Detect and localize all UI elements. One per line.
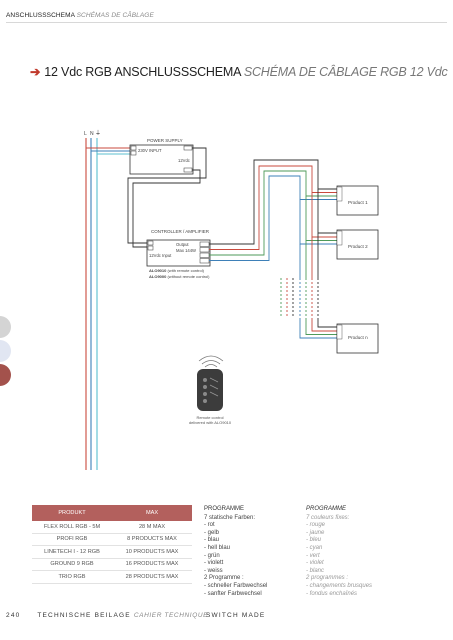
controller-note2-text: (without remote control) [167,274,210,279]
controller-note1-text: (with remote control) [167,268,204,273]
power-supply-output: 12Vdc [178,158,190,163]
list-item: 7 couleurs fixes: [306,514,350,521]
programme-title-de: PROGRAMME [204,506,245,512]
list-item: - rouge [306,522,326,529]
list-item: - blau [204,537,220,544]
arrow-right-icon: ➔ [30,65,41,79]
footer-title-de: TECHNISCHE BEILAGE [37,612,131,619]
list-item: - jaune [306,529,325,536]
list-item: - fondus enchaînés [306,590,358,597]
list-item: 2 Programme : [204,575,244,582]
mains-label-n: N [90,131,94,137]
side-tab-blue [0,340,11,362]
product-n-label: Product n [348,335,368,340]
svg-text:ALO9000 (without remote contro: ALO9000 (without remote control) [149,274,210,279]
spec-max: 16 PRODUCTS MAX [112,558,192,571]
list-item: 7 statische Farben: [204,514,256,521]
wireless-signal-icon [198,355,224,368]
spec-product: TRIO RGB [32,570,112,584]
spec-header-max: MAX [112,505,192,521]
controller-output: Output [176,242,189,247]
controller-note2-code: ALO9000 [149,274,167,279]
power-supply-label: POWER SUPPLY [147,138,183,143]
list-item: - violet [306,560,324,567]
page-title: ➔12 Vdc RGB ANSCHLUSSSCHEMA SCHÉMA DE CÂ… [30,64,448,79]
side-tab-grey [0,316,11,338]
header-title-de: ANSCHLUSSSCHEMA [6,12,75,19]
list-item: - blanc [306,567,325,574]
list-item: - grün [204,552,220,559]
rgb-output-wires [209,159,337,339]
spec-max: 10 PRODUCTS MAX [112,545,192,559]
list-item: - gelb [204,529,220,536]
page-header: ANSCHLUSSSCHEMA SCHÉMAS DE CÂBLAGE [6,12,154,19]
header-divider [6,22,447,23]
product-2: Product 2 [336,229,379,260]
list-item: - bleu [306,537,322,544]
list-item: - cyan [306,544,323,551]
list-item: - sanfter Farbwechsel [204,590,262,597]
power-supply-input: 230V INPUT [138,148,162,153]
page-footer: 240 TECHNISCHE BEILAGE CAHIER TECHNIQUE … [6,612,264,619]
mains-label-l: L [84,131,87,137]
spec-max: 28 PRODUCTS MAX [112,570,192,584]
page-number: 240 [6,612,21,619]
spec-product: FLEX ROLL RGB - 5M [32,521,112,534]
svg-text:ALO9010 (with remote control): ALO9010 (with remote control) [149,268,205,273]
list-item: - violett [204,560,224,567]
power-supply-box [129,144,194,175]
product-n: Product n [336,323,379,354]
spec-max: 8 PRODUCTS MAX [112,533,192,546]
list-item: 2 programmes : [306,575,349,582]
list-item: - hell blau [204,544,231,551]
controller-note1-code: ALO9010 [149,268,167,273]
remote-label-1: Remote control [196,415,223,420]
product-2-label: Product 2 [348,244,368,249]
footer-brand: SWITCH MADE [206,612,266,619]
remote-control [197,369,223,411]
spec-product: LINETECH I - 12 RGB [32,545,112,559]
side-tab-red [0,364,11,386]
footer-title-fr: CAHIER TECHNIQUE [133,612,209,619]
list-item: - weiss [204,567,223,574]
spec-header-product: PRODUKT [32,505,112,521]
title-fr: SCHÉMA DE CÂBLAGE RGB 12 Vdc [243,65,448,79]
controller-label: CONTROLLER / AMPLIFIER [151,229,210,234]
list-item: - schneller Farbwechsel [204,582,268,589]
title-de: 12 Vdc RGB ANSCHLUSSSCHEMA [44,65,241,79]
programme-list-fr: PROGRAMME 7 couleurs fixes: - rouge - ja… [306,506,372,598]
spec-product: PROFI RGB [32,533,112,546]
list-item: - changements brusques [306,582,373,589]
list-item: - vert [306,552,320,559]
product-1-label: Product 1 [348,200,368,205]
controller-output-max: Max 144W [176,248,196,253]
remote-label-2: delivered with ALO9010 [189,420,232,425]
spec-max: 28 M MAX [112,521,192,534]
list-item: - rot [204,522,215,529]
header-title-fr: SCHÉMAS DE CÂBLAGE [76,12,154,19]
earth-icon: ⏚ [95,130,101,137]
programme-title-fr: PROGRAMME [306,506,347,512]
spec-product: GROUND 9 RGB [32,558,112,571]
programme-list-de: PROGRAMME 7 statische Farben: - rot - ge… [204,506,267,598]
product-1: Product 1 [336,185,379,216]
controller-input: 12Vdc Input [149,253,172,258]
controller-box [146,239,211,267]
